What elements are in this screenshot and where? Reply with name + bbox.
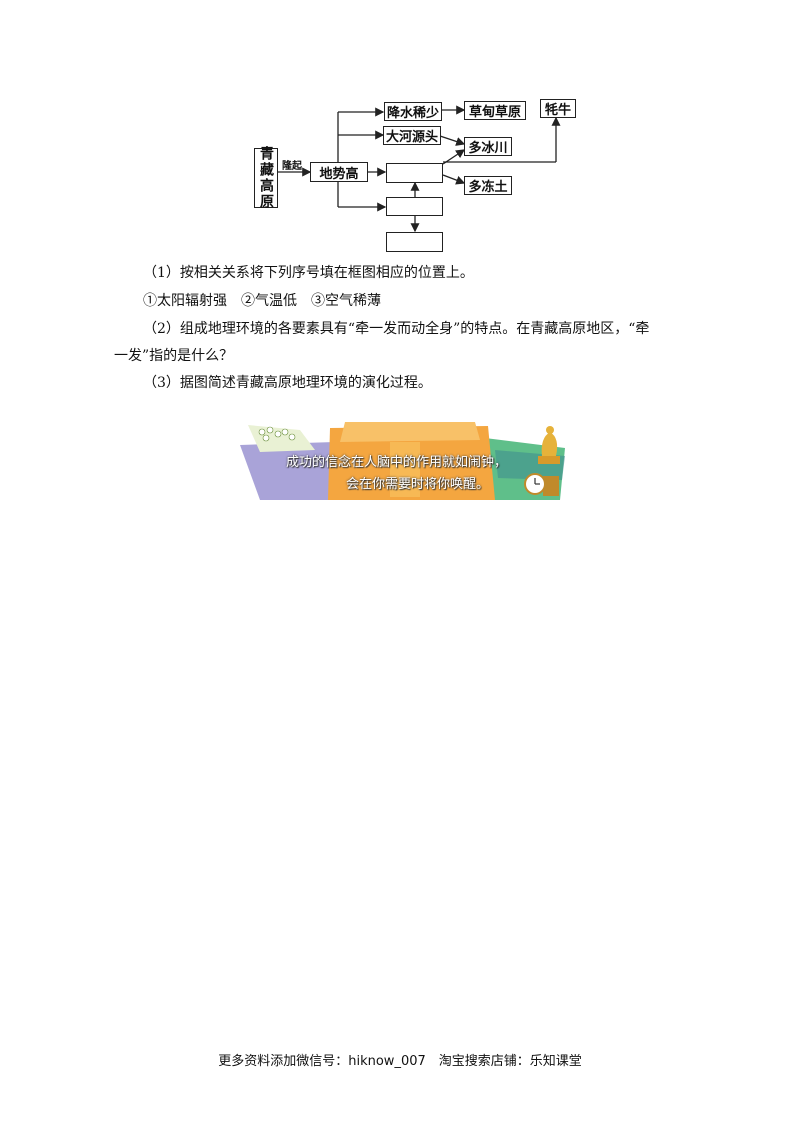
river-source-box: 大河源头 — [383, 126, 441, 145]
flow-diagram: 青藏高原 隆起 地势高 降水稀少 草甸草原 大河源头 多冰川 多冻土 牦牛 — [240, 90, 590, 260]
motivation-banner: 成功的信念在人脑中的作用就如闹钟， 会在你需要时将你唤醒。 — [240, 420, 565, 500]
uplift-label: 隆起 — [282, 161, 302, 172]
frozen-soil-box: 多冻土 — [464, 176, 512, 195]
banner-illustration — [240, 422, 565, 500]
question-2-line-1: （2）组成地理环境的各要素具有“牵一发而动全身”的特点。在青藏高原地区，“牵 — [143, 321, 650, 337]
page-footer: 更多资料添加微信号：hiknow_007 淘宝搜索店铺：乐知课堂 — [218, 1054, 582, 1069]
yak-box: 牦牛 — [540, 99, 576, 118]
question-3: （3）据图简述青藏高原地理环境的演化过程。 — [143, 375, 432, 391]
question-1-options: ①太阳辐射强 ②气温低 ③空气稀薄 — [143, 293, 381, 309]
plateau-box: 青藏高原 — [254, 146, 278, 210]
banner-line-1: 成功的信念在人脑中的作用就如闹钟， — [286, 455, 508, 470]
diagram-connectors — [278, 105, 561, 233]
glaciers-box: 多冰川 — [464, 137, 512, 156]
blank-box-3 — [386, 232, 443, 252]
blank-box-1 — [386, 163, 443, 183]
question-1: （1）按相关关系将下列序号填在框图相应的位置上。 — [143, 265, 474, 281]
grassland-box: 草甸草原 — [464, 101, 526, 120]
high-terrain-box: 地势高 — [310, 162, 368, 182]
blank-box-2 — [386, 197, 443, 216]
banner-line-2: 会在你需要时将你唤醒。 — [346, 477, 490, 492]
less-rain-box: 降水稀少 — [384, 102, 442, 121]
question-2-line-2: 一发”指的是什么？ — [114, 348, 234, 364]
